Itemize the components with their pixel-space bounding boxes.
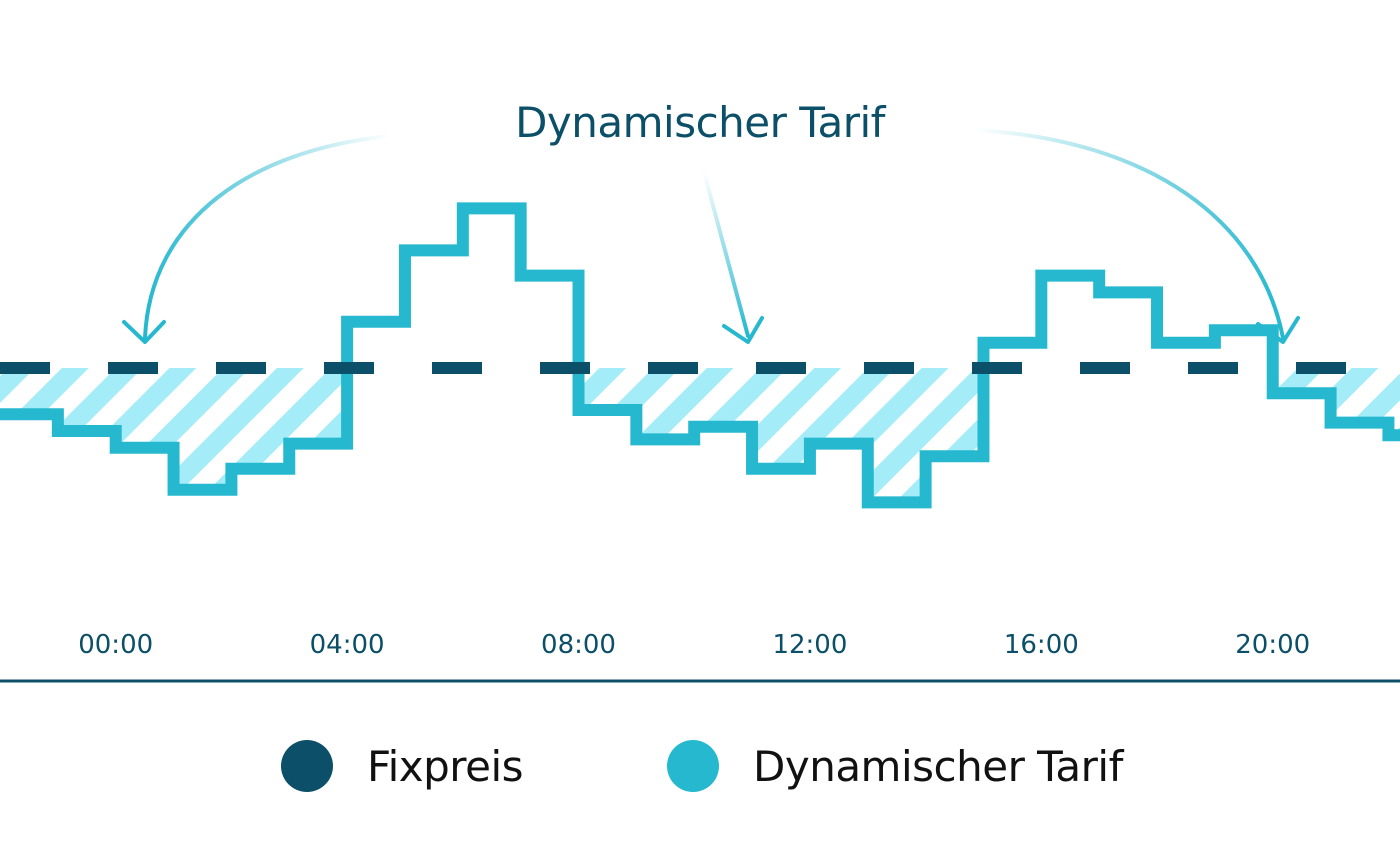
arrow-right — [973, 128, 1285, 340]
x-tick-label: 16:00 — [1003, 630, 1079, 660]
dynamic-tariff-line — [0, 202, 1400, 509]
legend: Fixpreis Dynamischer Tarif — [0, 738, 1400, 794]
legend-item-fixed: Fixpreis — [281, 738, 524, 794]
x-tick-label: 12:00 — [772, 630, 848, 660]
arrow-left-head-icon — [122, 320, 166, 344]
legend-label-dynamic: Dynamischer Tarif — [753, 741, 1123, 791]
legend-item-dynamic: Dynamischer Tarif — [667, 738, 1123, 794]
arrow-middle-head-icon — [722, 316, 764, 344]
legend-swatch-dynamic — [667, 740, 719, 792]
x-tick-label: 20:00 — [1235, 630, 1311, 660]
savings-hatched-area — [0, 368, 1400, 503]
arrow-right-head-icon — [1256, 316, 1300, 344]
arrow-middle — [702, 170, 750, 338]
chart-title: Dynamischer Tarif — [515, 98, 885, 147]
x-tick-label: 00:00 — [78, 630, 154, 660]
x-tick-label: 04:00 — [309, 630, 385, 660]
annotation-arrows — [122, 128, 1300, 344]
legend-label-fixed: Fixpreis — [367, 741, 524, 791]
legend-swatch-fixed — [281, 740, 333, 792]
x-tick-label: 08:00 — [541, 630, 616, 660]
arrow-left — [143, 134, 392, 340]
